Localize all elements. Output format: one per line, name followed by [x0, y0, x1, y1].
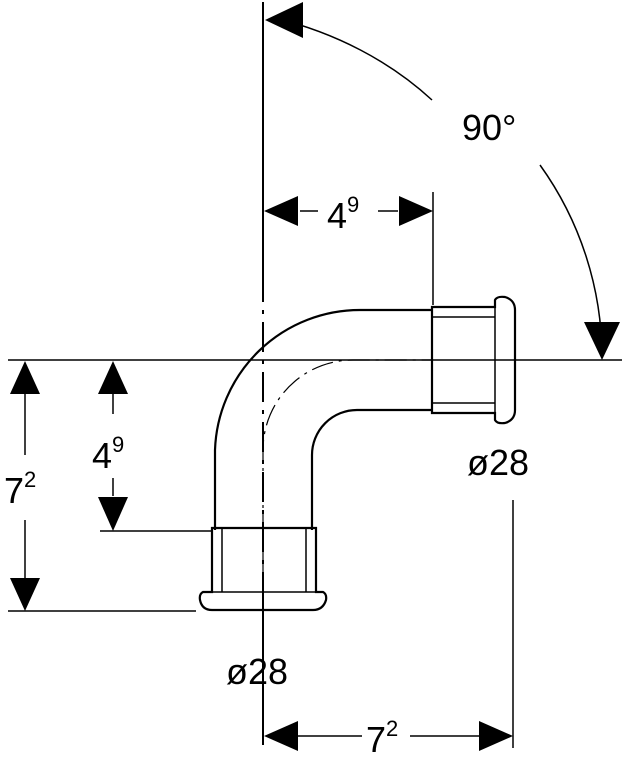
dim-left-outer-label: 72 — [4, 467, 36, 511]
diameter-right-label: ø28 — [467, 442, 529, 483]
angle-arrow-top — [265, 2, 303, 38]
diameter-bottom-label: ø28 — [226, 651, 288, 692]
dim-left-inner-arrow-up — [98, 361, 128, 394]
dim-left-outer-arrow-down — [10, 578, 40, 611]
angle-label: 90° — [462, 107, 516, 148]
dim-left-outer-arrow-up — [10, 361, 40, 394]
angle-arrow-right — [584, 322, 620, 360]
dim-bottom-label: 72 — [366, 716, 398, 760]
dim-bottom-arrow-right — [479, 721, 513, 751]
dim-top-arrow-right — [399, 196, 433, 226]
dim-left-inner-arrow-down — [98, 497, 128, 531]
dim-top-arrow-left — [264, 196, 298, 226]
elbow-fitting — [198, 295, 517, 612]
dim-left-inner-label: 49 — [92, 432, 124, 476]
dim-bottom-arrow-left — [264, 721, 298, 751]
dim-top-label: 49 — [327, 192, 359, 236]
pipe-centerline — [262, 359, 432, 610]
